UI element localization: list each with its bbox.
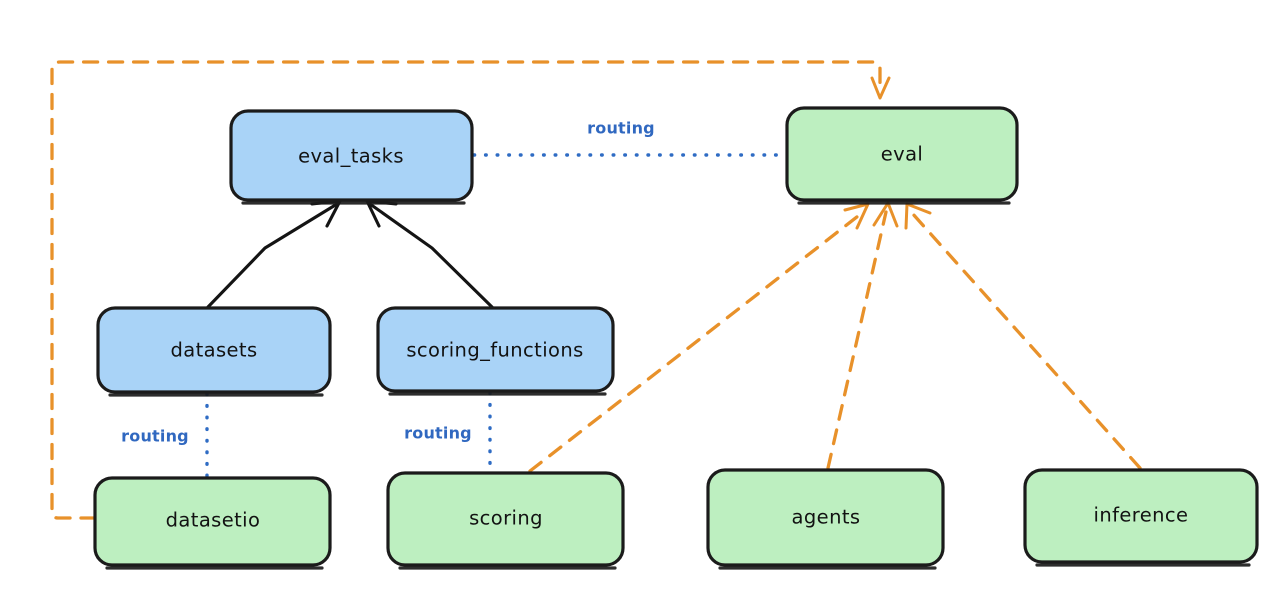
edge-path-scoring_functions-eval_tasks <box>368 202 494 309</box>
node-eval_tasks-box <box>229 109 474 202</box>
node-scoring_functions[interactable]: scoring_functions <box>376 306 615 396</box>
edge-agents-to-eval <box>826 201 899 470</box>
arrowhead-inference-eval <box>904 202 932 230</box>
node-datasets-box <box>96 306 332 394</box>
node-inference-box <box>1023 468 1259 564</box>
node-datasetio-box <box>93 476 332 567</box>
node-eval_tasks-label: eval_tasks <box>298 145 404 168</box>
edge-path-scoring-eval <box>528 211 864 473</box>
node-datasetio[interactable]: datasetio <box>93 476 332 570</box>
edge-path-datasets-eval_tasks <box>206 202 339 309</box>
edge-datasets-to-eval_tasks <box>206 199 342 309</box>
edge-inference-to-eval <box>904 202 1142 470</box>
node-scoring_functions-box <box>376 306 615 393</box>
node-datasets[interactable]: datasets <box>96 306 332 397</box>
node-layer: eval_tasks eval datasets scoring_functio… <box>93 106 1259 570</box>
arrowhead-datasetio-eval <box>870 76 891 100</box>
node-agents-label: agents <box>792 506 861 529</box>
node-inference[interactable]: inference <box>1023 468 1259 567</box>
edge-scoring_functions-to-eval_tasks <box>365 199 494 309</box>
edge-eval_tasks-to-eval: routing <box>472 119 787 157</box>
edge-label-routing-eval-tasks: routing <box>587 119 655 138</box>
node-scoring_functions-label: scoring_functions <box>406 339 583 362</box>
edge-scoring_functions-to-scoring: routing <box>404 391 492 473</box>
node-eval-label: eval <box>881 143 924 166</box>
node-datasets-label: datasets <box>170 339 257 362</box>
node-eval_tasks[interactable]: eval_tasks <box>229 109 474 205</box>
edge-label-routing-datasets: routing <box>121 427 189 446</box>
edge-path-inference-eval <box>910 211 1142 470</box>
edge-datasets-to-datasetio: routing <box>121 392 209 478</box>
node-eval[interactable]: eval <box>785 106 1019 205</box>
node-scoring-box <box>386 471 625 567</box>
node-agents[interactable]: agents <box>706 468 945 570</box>
node-agents-box <box>706 468 945 567</box>
node-datasetio-label: datasetio <box>166 509 261 532</box>
edge-datasetio-to-eval <box>50 60 891 520</box>
edge-path-agents-eval <box>826 210 888 470</box>
node-inference-label: inference <box>1094 504 1189 527</box>
node-scoring-label: scoring <box>469 507 543 530</box>
edge-label-routing-scoring-functions: routing <box>404 424 472 443</box>
node-eval-box <box>785 106 1019 202</box>
node-scoring[interactable]: scoring <box>386 471 625 570</box>
